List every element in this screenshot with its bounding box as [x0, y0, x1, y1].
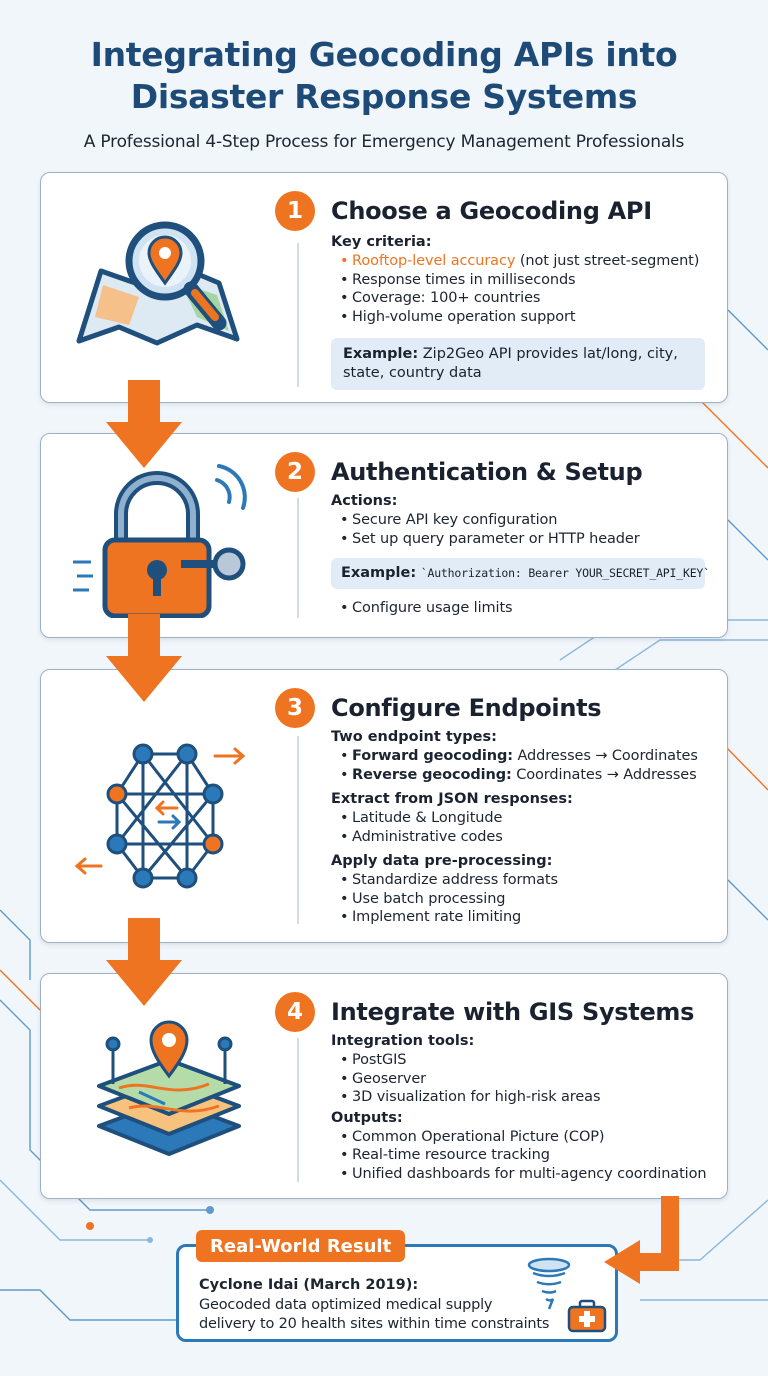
- step-number-4: 4: [275, 992, 315, 1032]
- list-item: Response times in milliseconds: [331, 271, 705, 290]
- card-divider: [297, 736, 299, 924]
- list-item: Secure API key configuration: [331, 511, 705, 530]
- flow-arrow-down: [106, 380, 182, 468]
- endpoint-types-list: Forward geocoding: Addresses → Coordinat…: [331, 747, 705, 784]
- step-4-header: 4 Integrate with GIS Systems: [275, 992, 694, 1032]
- page-subtitle: A Professional 4-Step Process for Emerge…: [83, 132, 685, 152]
- section-heading: Integration tools:: [331, 1033, 475, 1049]
- step-4-title: Integrate with GIS Systems: [331, 998, 695, 1026]
- list-item: Administrative codes: [331, 828, 705, 847]
- section-heading: Actions:: [331, 493, 398, 509]
- step-2-title: Authentication & Setup: [331, 458, 643, 486]
- step-2-header: 2 Authentication & Setup: [275, 452, 643, 492]
- list-item: Latitude & Longitude: [331, 809, 705, 828]
- medical-kit-icon: [567, 1299, 607, 1333]
- step-number-2: 2: [275, 452, 315, 492]
- step-1-card: 1 Choose a Geocoding API Key criteria: R…: [40, 172, 728, 403]
- result-badge: Real-World Result: [196, 1230, 406, 1262]
- section-heading: Extract from JSON responses:: [331, 791, 573, 807]
- integration-tools-list: PostGIS Geoserver 3D visualization for h…: [331, 1051, 705, 1107]
- list-item: 3D visualization for high-risk areas: [331, 1088, 705, 1107]
- step-3-title: Configure Endpoints: [331, 694, 602, 722]
- step-1-content: Key criteria: Rooftop-level accuracy (no…: [331, 233, 705, 390]
- result-heading: Cyclone Idai (March 2019):: [199, 1277, 419, 1293]
- step-3-content: Two endpoint types: Forward geocoding: A…: [331, 728, 705, 927]
- network-nodes-icon: [74, 743, 246, 889]
- step-1-header: 1 Choose a Geocoding API: [275, 191, 652, 231]
- list-item: Set up query parameter or HTTP header: [331, 530, 705, 549]
- step-2-content: Actions: Secure API key configuration Se…: [331, 492, 710, 618]
- list-item: Geoserver: [331, 1070, 705, 1089]
- step-3-card: 3 Configure Endpoints Two endpoint types…: [40, 669, 728, 943]
- preprocessing-list: Standardize address formats Use batch pr…: [331, 871, 705, 927]
- step-4-card: 4 Integrate with GIS Systems Integration…: [40, 973, 728, 1199]
- step-number-1: 1: [275, 191, 315, 231]
- example-code-box: Example: `Authorization: Bearer YOUR_SEC…: [331, 558, 710, 589]
- list-item: Unified dashboards for multi-agency coor…: [331, 1165, 707, 1184]
- padlock-key-icon: [73, 464, 247, 618]
- step-4-content: Integration tools: PostGIS Geoserver 3D …: [331, 1032, 707, 1184]
- outputs-list: Common Operational Picture (COP) Real-ti…: [331, 1128, 707, 1184]
- list-item: Standardize address formats: [331, 871, 705, 890]
- list-item: Common Operational Picture (COP): [331, 1128, 705, 1147]
- list-item: Implement rate limiting: [331, 908, 705, 927]
- list-item: Coverage: 100+ countries: [331, 289, 705, 308]
- step-1-title: Choose a Geocoding API: [331, 197, 652, 225]
- actions-list-extra: Configure usage limits: [331, 599, 705, 618]
- section-heading: Outputs:: [331, 1109, 403, 1126]
- card-divider: [297, 1038, 299, 1182]
- section-heading: Key criteria:: [331, 234, 432, 250]
- cyclone-icon: [527, 1257, 571, 1310]
- list-item: Use batch processing: [331, 890, 705, 909]
- step-number-3: 3: [275, 688, 315, 728]
- example-box: Example: Zip2Geo API provides lat/long, …: [331, 338, 705, 390]
- actions-list: Secure API key configuration Set up quer…: [331, 511, 705, 548]
- flow-arrow-down: [106, 614, 182, 702]
- list-item: Rooftop-level accuracy (not just street-…: [331, 252, 705, 271]
- result-text: Geocoded data optimized medical supply d…: [199, 1297, 550, 1332]
- list-item: High-volume operation support: [331, 308, 705, 327]
- flow-arrow-to-result: [604, 1196, 679, 1284]
- list-item: Real-time resource tracking: [331, 1146, 705, 1165]
- gis-layers-icon: [97, 1020, 241, 1156]
- card-divider: [297, 243, 299, 387]
- flow-arrow-down: [106, 918, 182, 1006]
- section-heading: Two endpoint types:: [331, 729, 497, 745]
- criteria-list: Rooftop-level accuracy (not just street-…: [331, 252, 705, 326]
- section-heading: Apply data pre-processing:: [331, 853, 553, 869]
- page-title: Integrating Geocoding APIs into Disaster…: [90, 35, 678, 116]
- step-2-card: 2 Authentication & Setup Actions: Secure…: [40, 433, 728, 638]
- list-item: Forward geocoding: Addresses → Coordinat…: [331, 747, 705, 766]
- list-item: Reverse geocoding: Coordinates → Address…: [331, 766, 705, 785]
- map-magnifier-icon: [76, 221, 240, 346]
- extract-list: Latitude & Longitude Administrative code…: [331, 809, 705, 846]
- step-3-header: 3 Configure Endpoints: [275, 688, 602, 728]
- list-item: Configure usage limits: [331, 599, 705, 618]
- list-item: PostGIS: [331, 1051, 705, 1070]
- card-divider: [297, 498, 299, 618]
